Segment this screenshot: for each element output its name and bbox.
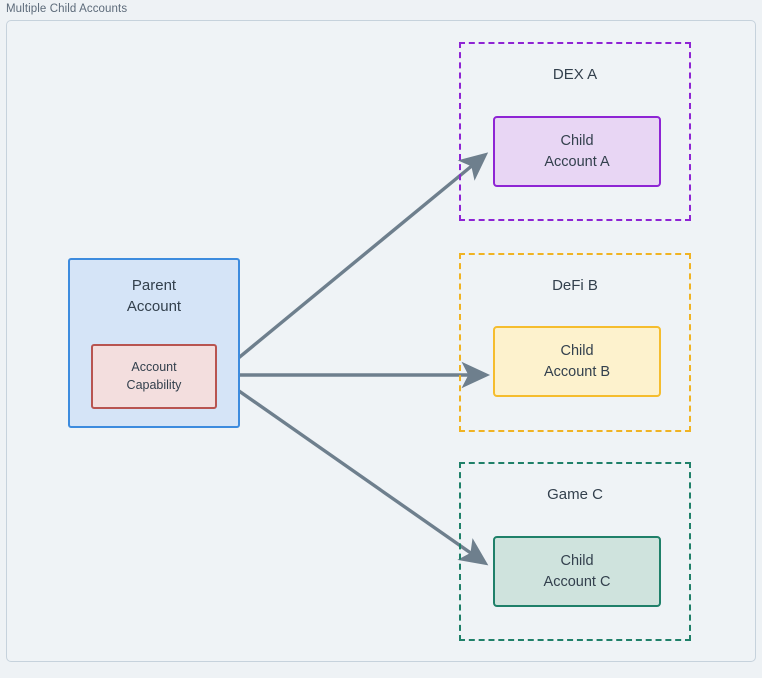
child-account-b-label-line2: Account B: [543, 363, 611, 380]
group-game-c: Game C: [459, 462, 691, 641]
account-capability-label-line2: Capability: [126, 377, 182, 392]
group-defi-b-label: DeFi B: [552, 277, 598, 294]
group-defi-b: DeFi B: [459, 253, 691, 432]
frame-title-label: Multiple Child Accounts: [6, 3, 128, 15]
child-account-c-node[interactable]: Child Account C: [493, 536, 661, 607]
child-account-b-label-line1: Child: [560, 342, 594, 359]
account-capability-label-line1: Account: [131, 360, 177, 375]
group-game-c-label: Game C: [547, 486, 603, 503]
child-account-a-node[interactable]: Child Account A: [493, 116, 661, 187]
parent-account-label-line1: Parent: [131, 277, 177, 294]
child-account-a-label-line1: Child: [560, 132, 594, 149]
parent-account-label-line2: Account: [126, 297, 182, 315]
child-account-a-label-line2: Account A: [544, 153, 610, 170]
child-account-b-node[interactable]: Child Account B: [493, 326, 661, 397]
group-dex-a: DEX A: [459, 42, 691, 221]
child-account-c-label-line2: Account C: [543, 573, 611, 590]
child-account-c-label-line1: Child: [560, 552, 594, 569]
group-dex-a-label: DEX A: [552, 66, 598, 83]
account-capability-node[interactable]: Account Capability: [91, 344, 217, 409]
